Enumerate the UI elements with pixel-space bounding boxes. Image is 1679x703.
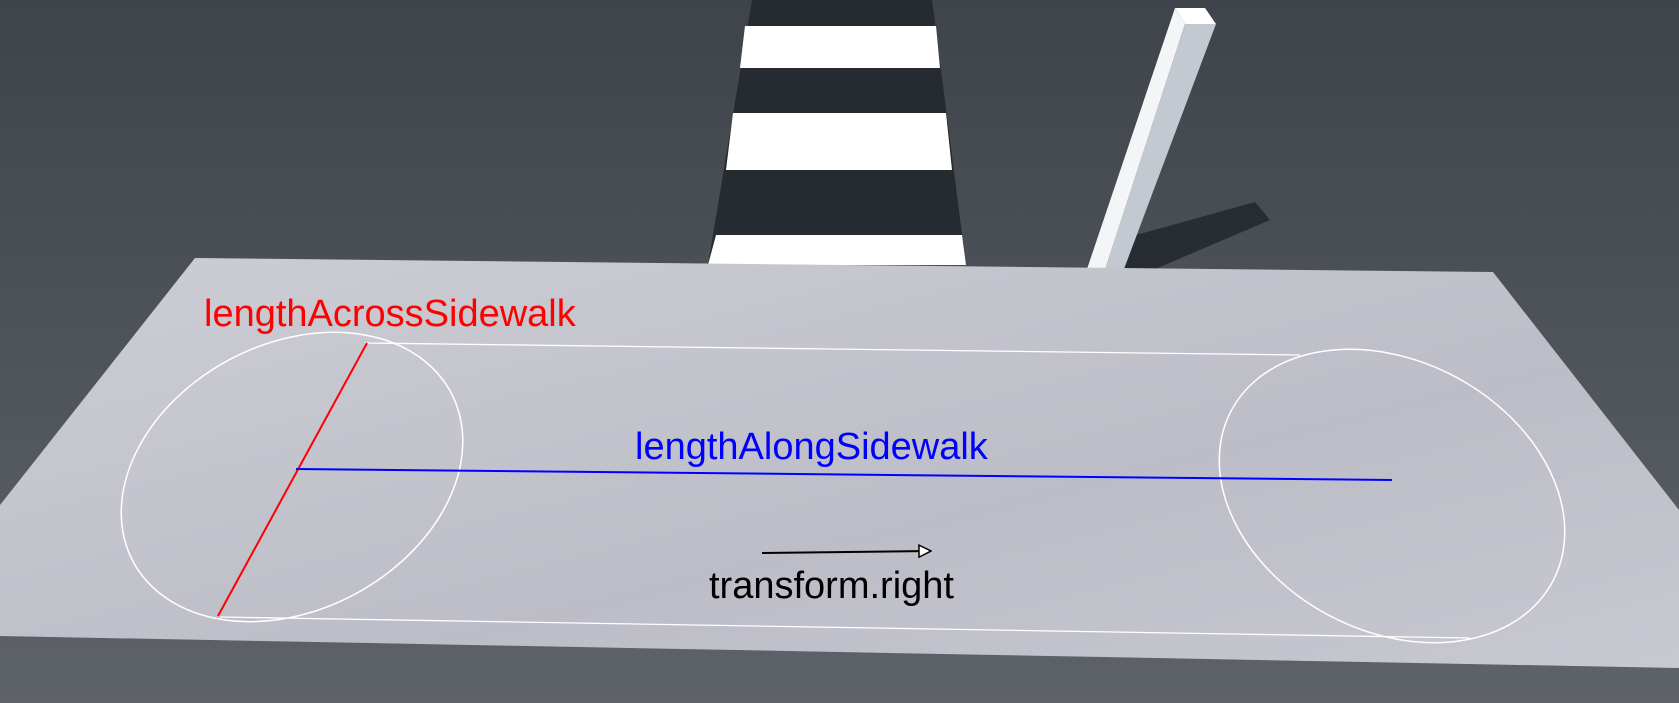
length-across-line [217,342,368,617]
left-end-ellipse [120,331,464,623]
length-along-line [295,468,1393,481]
length-along-label: lengthAlongSidewalk [635,426,989,468]
bottom-outline [219,616,1471,639]
sidewalk-slab [0,258,1679,668]
crosswalk [708,0,966,265]
pole-shadow [1118,202,1270,285]
transform-right-label: transform.right [709,565,954,607]
transform-right-arrow [761,551,930,553]
right-end-ellipse [1218,348,1566,644]
length-across-label: lengthAcrossSidewalk [204,293,577,335]
top-outline [364,342,1301,356]
pole [1085,8,1216,285]
